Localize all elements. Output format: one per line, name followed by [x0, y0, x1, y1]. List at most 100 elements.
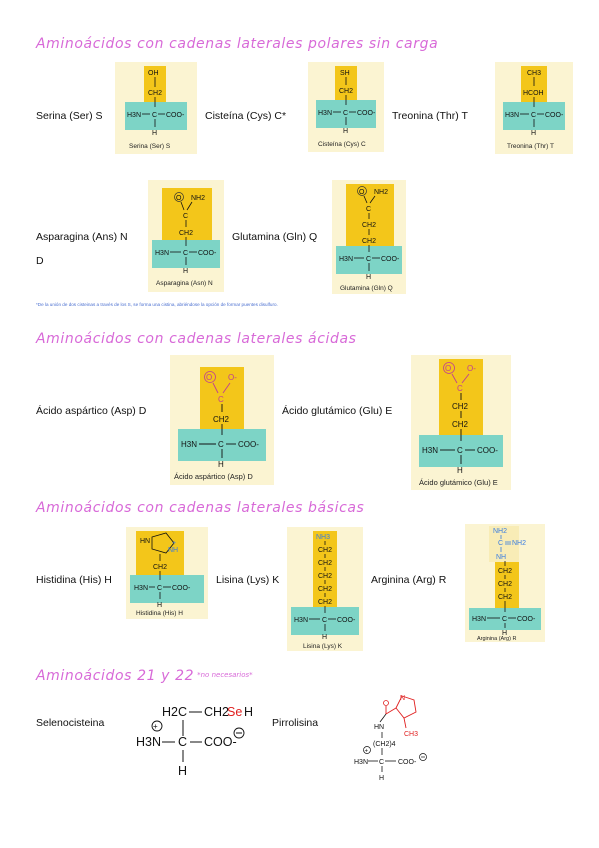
svg-text:HCOH: HCOH [523, 90, 544, 97]
structure-arginina: NH2 C NH2 NH CH2 CH2 CH2 H3N C COO- H Ar… [465, 524, 545, 642]
svg-text:CH2: CH2 [498, 581, 512, 588]
caption-cisteina: Cisteína (Cys) C [318, 141, 366, 148]
svg-text:H: H [157, 602, 162, 609]
svg-text:H3N: H3N [339, 256, 353, 263]
svg-text:O-: O- [228, 373, 237, 382]
svg-text:CH2: CH2 [204, 705, 229, 719]
label-histidina: Histidina (His) H [36, 574, 112, 586]
label-pirrolisina: Pirrolisina [272, 717, 319, 729]
svg-text:COO-: COO- [398, 759, 417, 766]
svg-text:CH2: CH2 [318, 560, 332, 567]
caption-serina: Serina (Ser) S [129, 143, 171, 150]
svg-text:NH2: NH2 [493, 528, 507, 535]
svg-text:+: + [172, 540, 176, 547]
svg-text:CH2: CH2 [318, 573, 332, 580]
svg-text:CH2: CH2 [318, 586, 332, 593]
svg-text:COO-: COO- [204, 735, 237, 749]
label-serina: Serina (Ser) S [36, 110, 103, 122]
svg-text:(CH2)4: (CH2)4 [373, 741, 396, 748]
svg-text:C: C [379, 759, 384, 766]
structure-asparagina: O NH2 C CH2 H3N C COO- H Asparagina (Asn… [148, 180, 224, 292]
svg-text:CH2: CH2 [318, 547, 332, 554]
svg-text:H3N: H3N [134, 585, 148, 592]
structure-aspartico: O O- C CH2 H3N C COO- H Ácido aspártico … [170, 355, 274, 485]
svg-text:COO-: COO- [172, 585, 191, 592]
svg-text:C: C [183, 213, 188, 220]
svg-text:NH: NH [168, 547, 178, 554]
svg-text:H: H [531, 130, 536, 137]
svg-text:CH2: CH2 [213, 415, 230, 424]
svg-text:OH: OH [148, 70, 159, 77]
svg-text:Se: Se [227, 705, 242, 719]
svg-text:C: C [152, 112, 157, 119]
svg-text:H: H [183, 268, 188, 275]
label-cisteina: Cisteína (Cys) C* [205, 110, 287, 122]
svg-text:C: C [457, 384, 463, 393]
label-asparagina-d: D [36, 255, 44, 267]
svg-text:O: O [176, 195, 182, 202]
structure-lisina: NH3 CH2 CH2 CH2 CH2 CH2 H3N C COO- H Lis… [287, 527, 363, 651]
caption-aspartico: Ácido aspártico (Asp) D [174, 472, 253, 481]
svg-text:H: H [322, 634, 327, 641]
svg-text:H: H [502, 630, 507, 637]
caption-histidina: Histidina (His) H [136, 610, 183, 617]
svg-text:H3N: H3N [354, 759, 368, 766]
structure-glutamina: O NH2 C CH2 CH2 H3N C COO- H Glutamina (… [332, 180, 406, 294]
svg-text:H3N: H3N [294, 617, 308, 624]
structure-treonina: CH3 HCOH H3N C COO- H Treonina (Thr) T [495, 62, 573, 154]
svg-text:COO-: COO- [166, 112, 185, 119]
caption-lisina: Lisina (Lys) K [303, 643, 343, 650]
svg-text:H: H [343, 128, 348, 135]
svg-text:H: H [457, 466, 463, 475]
label-treonina: Treonina (Thr) T [392, 110, 468, 122]
svg-text:COO-: COO- [238, 440, 259, 449]
section-heading-extra-note: *no necesarios* [197, 671, 253, 679]
svg-text:H: H [218, 460, 224, 469]
svg-text:H3N: H3N [422, 446, 438, 455]
structure-serina: OH CH2 H3N C COO- H Serina (Ser) S [115, 62, 197, 154]
svg-text:C: C [343, 110, 348, 117]
svg-text:CH2: CH2 [362, 222, 376, 229]
caption-glutamico: Ácido glutámico (Glu) E [419, 478, 498, 487]
svg-text:O: O [445, 364, 451, 373]
section-heading-basic: Aminoácidos con cadenas laterales básica… [36, 500, 365, 516]
svg-text:COO-: COO- [337, 617, 356, 624]
caption-glutamina: Glutamina (Gln) Q [340, 285, 393, 292]
svg-text:COO-: COO- [357, 110, 376, 117]
svg-text:CH2: CH2 [452, 420, 469, 429]
section-heading-extra: Aminoácidos 21 y 22*no necesarios* [36, 668, 253, 684]
svg-text:O: O [206, 373, 212, 382]
svg-text:C: C [322, 617, 327, 624]
section-heading-extra-title: Aminoácidos 21 y 22 [36, 668, 195, 684]
svg-text:NH2: NH2 [512, 540, 526, 547]
svg-text:H3N: H3N [181, 440, 197, 449]
svg-text:NH2: NH2 [374, 189, 388, 196]
svg-text:COO-: COO- [545, 112, 564, 119]
svg-text:C: C [531, 112, 536, 119]
svg-text:CH3: CH3 [404, 731, 418, 738]
svg-text:H3N: H3N [136, 735, 161, 749]
svg-text:H2C: H2C [162, 705, 187, 719]
svg-text:H: H [244, 705, 253, 719]
svg-text:CH2: CH2 [452, 402, 469, 411]
svg-text:COO-: COO- [381, 256, 400, 263]
svg-text:+: + [153, 722, 158, 731]
label-lisina: Lisina (Lys) K [216, 574, 280, 586]
label-selenocisteina: Selenocisteina [36, 717, 105, 729]
svg-text:COO-: COO- [517, 616, 536, 623]
svg-text:+: + [365, 749, 369, 755]
svg-text:O: O [359, 189, 365, 196]
svg-text:C: C [366, 256, 371, 263]
svg-text:CH2: CH2 [148, 90, 162, 97]
footnote: *De la unión de dos cisteinas a través d… [36, 302, 278, 307]
svg-text:CH2: CH2 [318, 599, 332, 606]
svg-text:H3N: H3N [155, 250, 169, 257]
section-heading-acidic: Aminoácidos con cadenas laterales ácidas [36, 331, 357, 347]
caption-asparagina: Asparagina (Asn) N [156, 280, 213, 287]
caption-treonina: Treonina (Thr) T [507, 143, 554, 150]
svg-text:C: C [457, 446, 463, 455]
svg-text:NH2: NH2 [191, 195, 205, 202]
svg-text:COO-: COO- [477, 446, 498, 455]
svg-text:C: C [502, 616, 507, 623]
svg-text:H3N: H3N [505, 112, 519, 119]
